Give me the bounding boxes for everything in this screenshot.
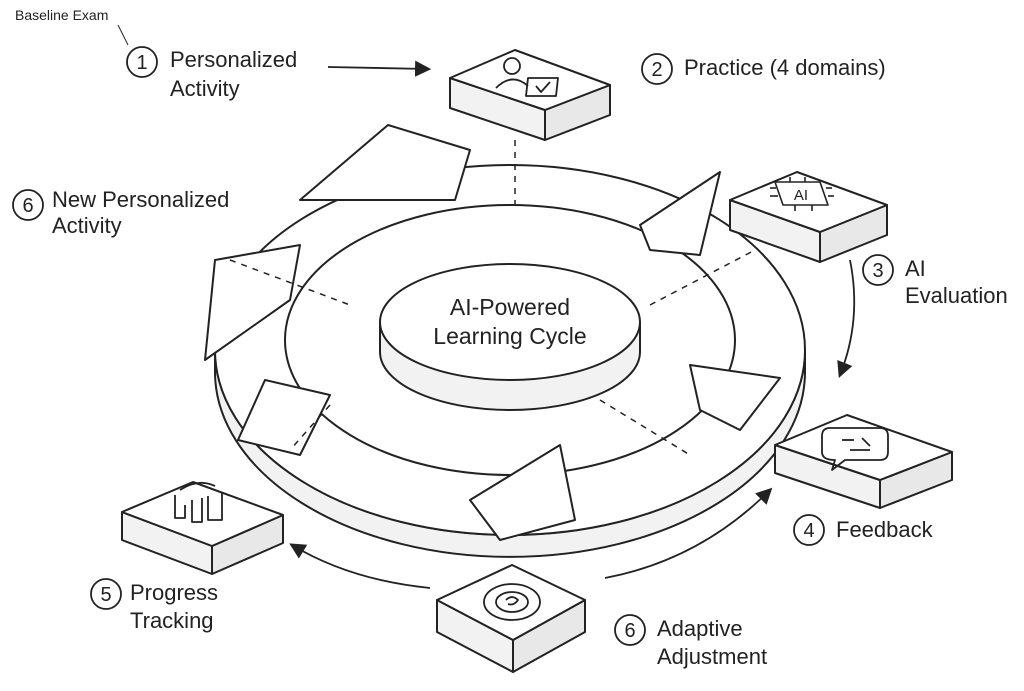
step-3-label-line1: AI — [905, 256, 926, 281]
baseline-pointer — [117, 24, 129, 46]
step-3-number: 3 — [872, 260, 883, 282]
step-6a-label-line1: Adaptive — [657, 616, 743, 641]
ai-chip-label: AI — [794, 187, 808, 204]
step-4-label: Feedback — [836, 517, 934, 542]
target-cycle-icon — [483, 583, 541, 621]
arrow-segment-5 — [237, 379, 331, 456]
step-5-number-circle — [90, 578, 122, 610]
step-6b-label-line1: New Personalized — [52, 187, 229, 212]
ai-chip-icon — [770, 177, 834, 211]
arrow-segment-2 — [639, 171, 721, 256]
step-3-label-line2: Evaluation — [905, 283, 1008, 308]
chat-bubble-icon — [821, 427, 889, 471]
step-5-label-line1: Progress — [130, 580, 218, 605]
step-4-arrow — [604, 487, 773, 579]
step-1-number: 1 — [136, 52, 147, 74]
step-2-number: 2 — [651, 59, 662, 81]
step-6a-arrow — [289, 543, 431, 589]
progress-chart-icon — [174, 481, 223, 523]
step-6b-label-line2: Activity — [52, 213, 122, 238]
step-4-number-circle — [793, 514, 825, 546]
adaptive-box — [436, 564, 586, 673]
person-check-icon — [495, 57, 559, 97]
feedback-box — [774, 414, 953, 509]
step-3-arrow — [837, 259, 856, 379]
step-3-number-circle — [862, 254, 894, 286]
step-1-label-line1: Personalized — [170, 47, 297, 72]
ai-evaluation-box — [729, 171, 888, 263]
step-5-label-line2: Tracking — [130, 608, 214, 633]
step-2-label: Practice (4 domains) — [684, 55, 886, 80]
step-6b-number: 6 — [22, 195, 33, 217]
arrow-segment-6 — [204, 244, 301, 361]
step-4-number: 4 — [803, 520, 814, 542]
practice-box — [449, 49, 611, 141]
center-title-line1: AI-Powered — [450, 294, 570, 320]
step-6a-label-line2: Adjustment — [657, 644, 767, 669]
step-2-number-circle — [641, 53, 673, 85]
step-1-arrow — [327, 60, 432, 77]
baseline-exam-label: Baseline Exam — [15, 7, 108, 23]
step-5-number: 5 — [100, 584, 111, 606]
step-6a-number: 6 — [624, 620, 635, 642]
step-1-number-circle — [126, 46, 158, 78]
arrow-segment-3 — [689, 364, 781, 431]
progress-box — [121, 481, 284, 575]
step-1-label-line2: Activity — [170, 76, 240, 101]
step-6a-number-circle — [614, 614, 646, 646]
step-6b-number-circle — [12, 189, 44, 221]
arrow-segment-4 — [469, 444, 576, 541]
center-hub — [379, 263, 641, 411]
arrow-segment-1 — [299, 124, 471, 201]
center-title-line2: Learning Cycle — [433, 323, 586, 349]
